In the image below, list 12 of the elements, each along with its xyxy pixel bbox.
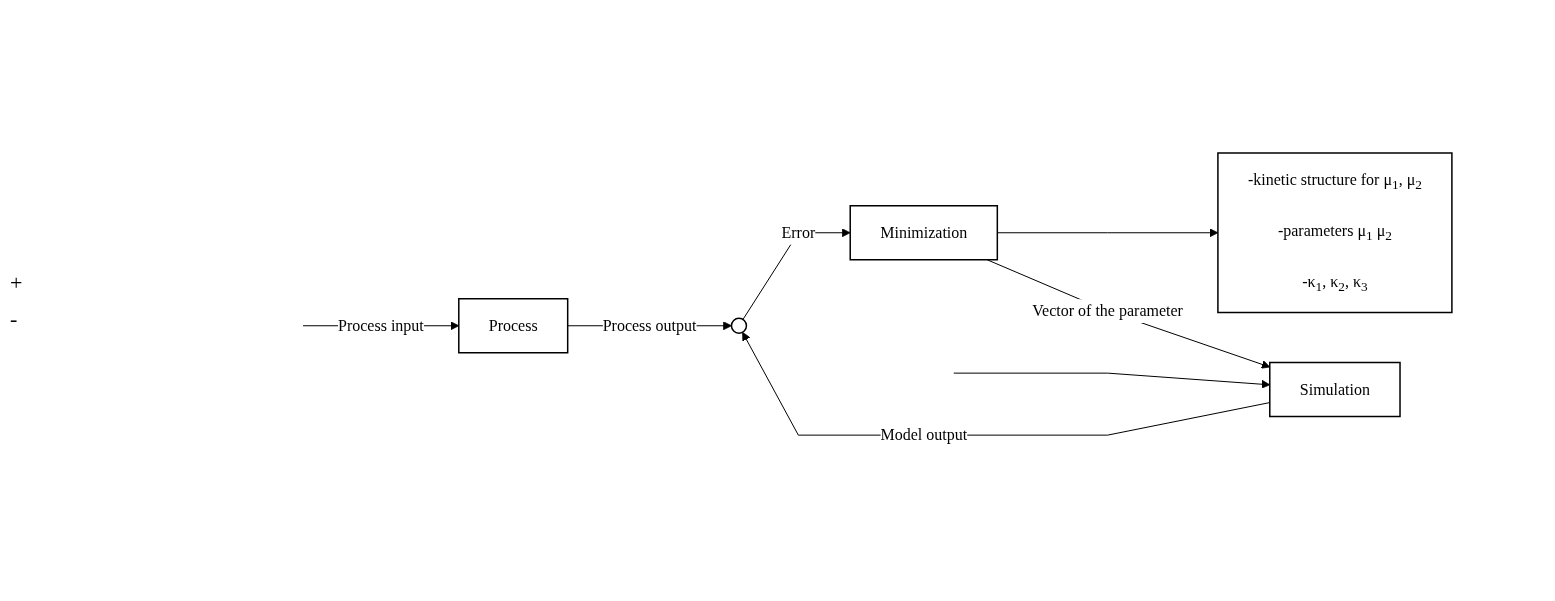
edge-label: Process output <box>602 317 697 335</box>
edge-label: Error <box>781 224 816 242</box>
node-box: Process <box>458 298 569 354</box>
node-box: Minimization <box>849 205 999 261</box>
node-box: -kinetic structure for μ$_{1}$, μ$_{2}$ -parameters μ$_{1}$ μ$_{2}$ -κ$_{1}$, κ$_{2}$, κ$_{3}$ <box>1217 152 1453 314</box>
sign-label: - <box>10 305 19 332</box>
node-circle <box>730 317 748 335</box>
edge-label: Vector of the parameter <box>1032 302 1183 320</box>
edge-label: Process input <box>338 317 424 335</box>
sign-label: + <box>10 269 24 296</box>
edge-label: Model output <box>880 426 968 444</box>
node-box: Simulation <box>1269 362 1401 418</box>
